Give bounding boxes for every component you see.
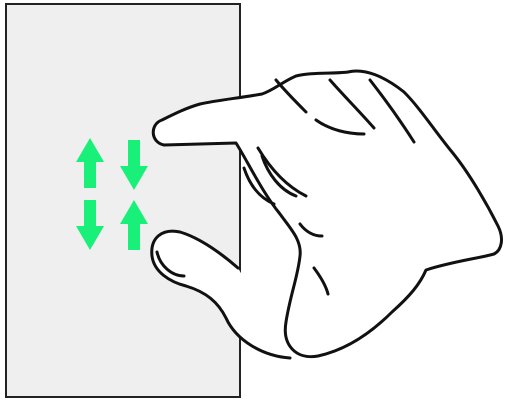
screen-panel (6, 4, 240, 397)
